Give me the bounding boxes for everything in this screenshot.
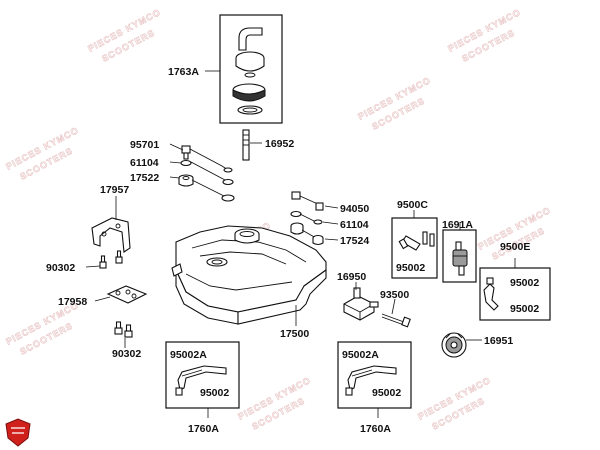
- hose-box-1760A-left: [165, 341, 240, 409]
- label-16950: 16950: [337, 271, 366, 283]
- label-1760A-left: 1760A: [188, 423, 219, 435]
- bolt-washer-set-right[interactable]: [290, 191, 324, 246]
- fuel-cap-box: [219, 14, 283, 124]
- filter-box-1691A: [442, 229, 477, 283]
- label-17957: 17957: [100, 184, 129, 196]
- label-95002-right: 95002: [372, 387, 401, 399]
- label-17524: 17524: [340, 235, 369, 247]
- label-95002-e2: 95002: [510, 303, 539, 315]
- label-16951: 16951: [484, 335, 513, 347]
- hose-box-1760A-right: [337, 341, 412, 409]
- label-95002-c: 95002: [396, 262, 425, 274]
- brand-logo-icon: [5, 418, 31, 447]
- label-94050: 94050: [340, 203, 369, 215]
- screw-93500[interactable]: [381, 313, 411, 328]
- label-90302-upper: 90302: [46, 262, 75, 274]
- label-1760A-right: 1760A: [360, 423, 391, 435]
- fuel-cap-assembly[interactable]: [232, 27, 266, 115]
- stud-part[interactable]: [242, 129, 250, 161]
- fuel-filter[interactable]: [452, 241, 468, 276]
- label-90302-lower: 90302: [112, 348, 141, 360]
- label-61104-right: 61104: [340, 219, 369, 231]
- label-9500E: 9500E: [500, 241, 530, 253]
- plate-17958[interactable]: [106, 285, 148, 304]
- label-17522: 17522: [130, 172, 159, 184]
- label-17500: 17500: [280, 328, 309, 340]
- label-95002-left: 95002: [200, 387, 229, 399]
- fuel-tank[interactable]: [171, 225, 327, 325]
- fuel-sender-16951[interactable]: [441, 332, 467, 358]
- label-95002A-right: 95002A: [342, 349, 379, 361]
- hose-1760A-right[interactable]: [345, 365, 397, 396]
- label-1763A: 1763A: [168, 66, 199, 78]
- label-1691A: 1691A: [442, 219, 473, 231]
- label-17958: 17958: [58, 296, 87, 308]
- label-95002-e1: 95002: [510, 277, 539, 289]
- label-61104-left: 61104: [130, 157, 159, 169]
- hose-9500E[interactable]: [483, 277, 499, 311]
- bolt-90302-upper[interactable]: [99, 250, 123, 269]
- label-93500: 93500: [380, 289, 409, 301]
- hose-9500C[interactable]: [398, 231, 435, 251]
- hose-1760A-left[interactable]: [175, 365, 227, 396]
- bolt-washer-set-left[interactable]: [178, 145, 235, 202]
- bracket-17957[interactable]: [91, 217, 131, 253]
- label-16952: 16952: [265, 138, 294, 150]
- label-9500C: 9500C: [397, 199, 428, 211]
- label-95701: 95701: [130, 139, 159, 151]
- hose-box-9500C: [391, 217, 438, 279]
- label-95002A-left: 95002A: [170, 349, 207, 361]
- fuel-valve-16950[interactable]: [343, 287, 379, 321]
- bolt-90302-lower[interactable]: [114, 321, 133, 338]
